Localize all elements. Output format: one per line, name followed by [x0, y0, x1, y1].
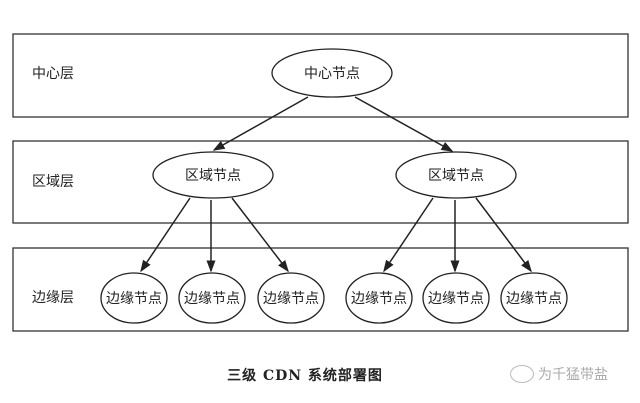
- svg-text:中心节点: 中心节点: [304, 66, 360, 82]
- watermark-text: 为千猛带盐: [538, 367, 608, 383]
- svg-text:边缘节点: 边缘节点: [263, 291, 319, 307]
- edge-node: 边缘节点: [257, 272, 325, 324]
- layer-box-edge: [12, 247, 629, 332]
- svg-text:边缘节点: 边缘节点: [428, 291, 484, 307]
- diagram-caption: 三级 CDN 系统部署图: [227, 368, 383, 384]
- svg-text:边缘节点: 边缘节点: [351, 291, 407, 307]
- svg-text:区域节点: 区域节点: [185, 168, 241, 184]
- arrows: [140, 96, 532, 273]
- layer-box-center: [12, 33, 629, 118]
- edge-node: 边缘节点: [345, 272, 413, 324]
- svg-text:边缘节点: 边缘节点: [506, 291, 562, 307]
- layer-label-edge: 边缘层: [32, 290, 74, 306]
- svg-text:区域节点: 区域节点: [428, 168, 484, 184]
- layer-label-region: 区域层: [32, 174, 74, 190]
- svg-text:边缘节点: 边缘节点: [106, 291, 162, 307]
- wechat-icon: [510, 365, 534, 383]
- arrow: [212, 96, 309, 151]
- svg-text:边缘节点: 边缘节点: [184, 291, 240, 307]
- arrow: [383, 197, 434, 273]
- layer-label-center: 中心层: [32, 66, 74, 82]
- layer-box-region: [12, 140, 629, 224]
- edge-node: 边缘节点: [100, 272, 168, 324]
- arrow: [231, 197, 289, 273]
- watermark: 为千猛带盐: [510, 364, 608, 384]
- edge-node: 边缘节点: [422, 272, 490, 324]
- edge-node: 边缘节点: [500, 272, 568, 324]
- center-node: 中心节点: [271, 48, 393, 98]
- region-node: 区域节点: [395, 151, 517, 199]
- arrow: [475, 197, 532, 273]
- arrow: [354, 96, 454, 152]
- region-node: 区域节点: [152, 151, 274, 199]
- arrow: [140, 197, 191, 273]
- edge-node: 边缘节点: [178, 272, 246, 324]
